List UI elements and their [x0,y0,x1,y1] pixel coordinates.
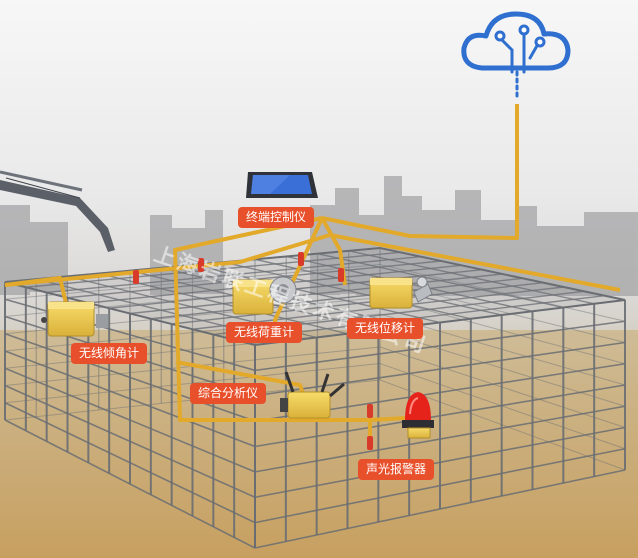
scaffold-bar [379,346,626,428]
scaffold-bar [348,250,595,305]
scaffold-bar [379,297,626,365]
scaffold-bar [4,384,256,498]
scaffold-bar [379,264,626,322]
alarm-light-icon [402,392,434,439]
label-terminal: 终端控制仪 [238,207,315,228]
displacement-meter-device [369,276,433,309]
scaffold-bar [379,330,626,407]
scaffold-bar [4,264,381,300]
scaffold-bar [254,405,626,473]
crane-boom [0,170,115,252]
scaffold-bar [4,298,256,372]
scaffold-bar [379,363,626,450]
label-tilt-sensor: 无线倾角计 [71,343,148,364]
scaffold-bar [254,447,626,524]
label-load-meter: 无线荷重计 [226,322,303,343]
analyzer-device [280,371,345,419]
scaffold-bar [4,419,256,549]
scaffold-bar [254,426,626,499]
scaffold-bar [254,384,626,448]
cable-connectors [133,252,373,450]
label-alarm: 声光报警器 [358,459,435,480]
scaffold-bar [4,350,256,448]
scaffold-bar [4,332,256,422]
scaffold-bar [254,469,626,549]
tablet-icon [246,172,318,198]
label-analyzer: 综合分析仪 [190,383,267,404]
tilt-sensor-device [41,301,108,337]
scaffold-bar [254,341,626,397]
label-displacement-meter: 无线位移计 [347,318,424,339]
scaffold-bar [4,402,256,524]
scaffold-bar [4,313,381,352]
load-meter-device [232,276,297,315]
scaffold-bar [254,320,626,372]
scaffold-bar [4,367,256,473]
cloud-icon [461,11,571,102]
